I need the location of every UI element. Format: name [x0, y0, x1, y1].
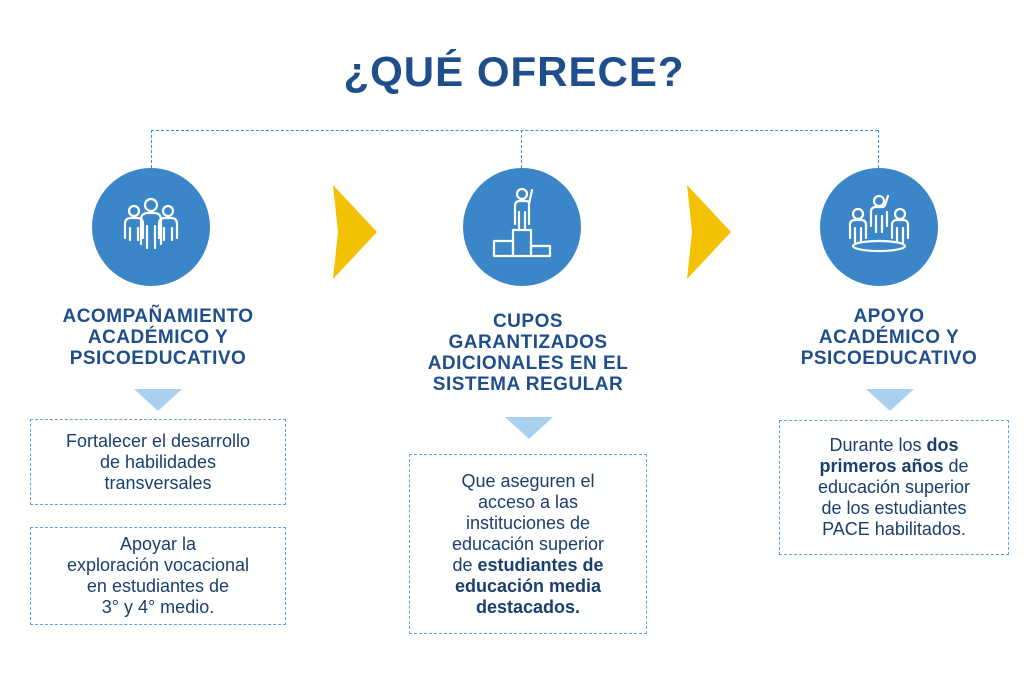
box-text: Durante los dos primeros años de educaci…: [818, 435, 970, 540]
heading-line: GARANTIZADOS: [448, 332, 608, 353]
heading-line: ADICIONALES EN EL: [427, 353, 629, 374]
heading-acompanamiento: ACOMPAÑAMIENTO ACADÉMICO Y PSICOEDUCATIV…: [30, 306, 286, 369]
team-support-icon: [848, 194, 910, 253]
box-line: educación superior: [451, 533, 605, 554]
heading-cupos: CUPOS GARANTIZADOS ADICIONALES EN EL SIS…: [394, 311, 662, 395]
group-people-icon: [123, 197, 179, 250]
circle-podium: [463, 168, 581, 286]
pointer-down-icon-2: [505, 417, 553, 439]
box-line: de los estudiantes: [821, 498, 967, 518]
chevron-right-icon: [333, 185, 377, 279]
box-line: en estudiantes de: [86, 576, 230, 596]
box-text: Apoyar la exploración vocacional en estu…: [67, 534, 249, 618]
description-box-apoyo: Durante los dos primeros años de educaci…: [779, 420, 1009, 555]
box-line: Que aseguren el: [461, 470, 595, 491]
connector-drop-right: [878, 130, 879, 168]
box-line: educación superior: [817, 477, 971, 497]
pointer-down-icon-3: [866, 389, 914, 411]
pointer-down-icon: [134, 389, 182, 411]
box-line: instituciones de: [465, 512, 591, 533]
heading-line: SISTEMA REGULAR: [432, 374, 624, 395]
box-line: transversales: [104, 472, 212, 493]
heading-line: CUPOS: [492, 311, 564, 332]
connector-line: [151, 130, 878, 131]
box-line: PACE habilitados.: [822, 519, 966, 539]
box-line: exploración vocacional: [66, 555, 250, 575]
box-text: Fortalecer el desarrollo de habilidades …: [66, 431, 250, 494]
box-bold: estudiantes de: [477, 554, 604, 575]
description-box-vocacional: Apoyar la exploración vocacional en estu…: [30, 527, 286, 625]
box-line: acceso a las: [477, 491, 579, 512]
circle-group: [92, 168, 210, 286]
connector-drop-left: [151, 130, 152, 168]
box-line: 3° y 4° medio.: [101, 597, 215, 617]
heading-line: ACADÉMICO Y: [87, 327, 229, 348]
page-title: ¿QUÉ OFRECE?: [343, 48, 685, 95]
heading-line: PSICOEDUCATIVO: [800, 348, 978, 369]
description-box-habilidades: Fortalecer el desarrollo de habilidades …: [30, 419, 286, 505]
box-line: de: [452, 554, 478, 575]
box-bold: dos: [926, 435, 959, 455]
heading-line: PSICOEDUCATIVO: [69, 348, 247, 369]
podium-winner-icon: [492, 187, 552, 258]
heading-line: ACOMPAÑAMIENTO: [62, 306, 254, 327]
description-box-cupos: Que aseguren el acceso a las institucion…: [409, 454, 647, 634]
box-line: de: [943, 456, 969, 476]
heading-line: APOYO: [853, 306, 925, 327]
box-line: Fortalecer el desarrollo: [65, 430, 251, 451]
heading-line: ACADÉMICO Y: [818, 327, 960, 348]
box-bold: destacados.: [475, 596, 581, 617]
box-line: Apoyar la: [119, 534, 197, 554]
box-line: de habilidades: [99, 451, 217, 472]
connector-drop-center: [521, 130, 522, 168]
chevron-right-icon-2: [687, 185, 731, 279]
circle-support: [820, 168, 938, 286]
box-bold: primeros años: [819, 456, 944, 476]
box-line: Durante los: [829, 435, 927, 455]
box-text: Que aseguren el acceso a las institucion…: [452, 471, 604, 618]
box-bold: educación media: [454, 575, 602, 596]
heading-apoyo: APOYO ACADÉMICO Y PSICOEDUCATIVO: [760, 306, 1018, 369]
